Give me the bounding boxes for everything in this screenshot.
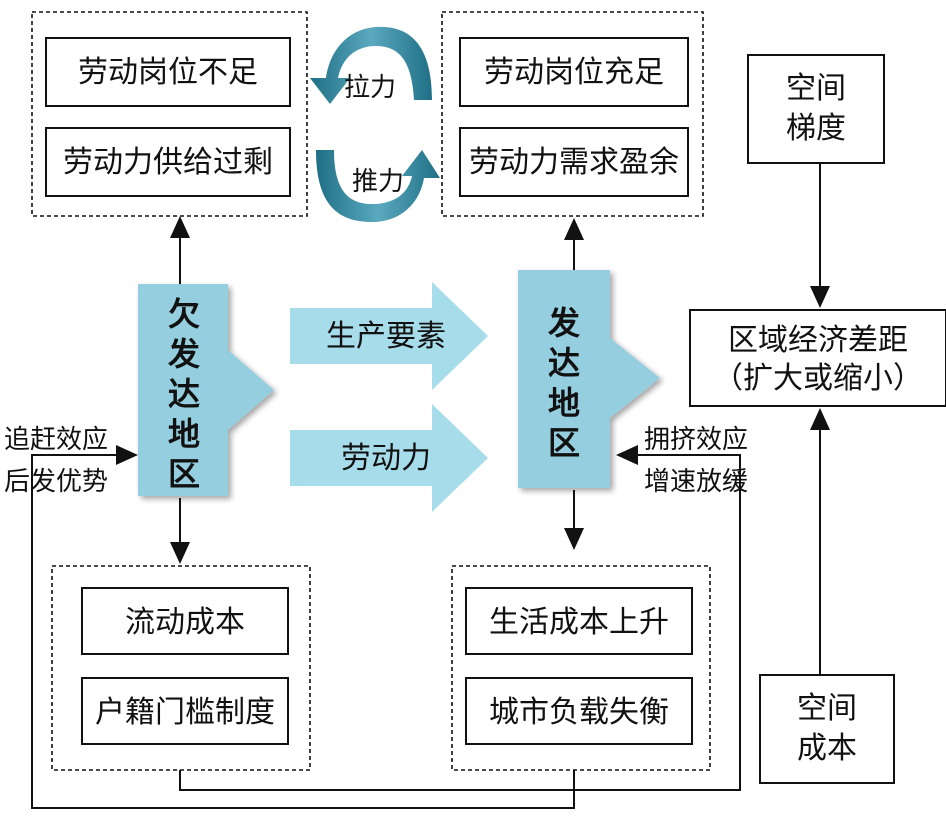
spatial-cost-line1: 空间 [797, 691, 857, 726]
mobility-cost-box [81, 587, 289, 655]
underdeveloped-char-4: 地 [168, 415, 200, 453]
crowding-effect-line1: 拥挤效应 [644, 425, 748, 455]
connector-arrows [170, 163, 830, 675]
developed-region [518, 270, 660, 488]
regional-gap-line1: 区域经济差距 [728, 323, 908, 358]
labor-surplus-label: 劳动力供给过剩 [63, 145, 273, 180]
underdeveloped-region [138, 284, 274, 496]
push-label: 推力 [352, 167, 404, 197]
production-factors-arrow [290, 282, 488, 390]
developed-char-2: 达 [548, 344, 580, 382]
crowding-effect-line2: 增速放缓 [644, 467, 748, 497]
labor-demand-box [459, 127, 689, 197]
underdeveloped-char-2: 发 [168, 335, 200, 373]
spatial-gradient-box [747, 54, 885, 164]
catchup-effect-line1: 追赶效应 [4, 425, 108, 455]
underdeveloped-labor-group [31, 11, 308, 217]
jobs-sufficient-box [459, 37, 689, 107]
labor-shortage-label: 劳动岗位不足 [78, 55, 258, 90]
living-cost-box [465, 587, 693, 655]
underdeveloped-char-5: 区 [168, 455, 200, 493]
labor-shortage-box [45, 37, 291, 107]
spatial-gradient-line2: 梯度 [786, 111, 846, 146]
mobility-cost-label: 流动成本 [125, 605, 245, 640]
underdeveloped-char-1: 欠 [168, 295, 200, 333]
developed-char-1: 发 [548, 304, 580, 342]
pull-arrow [310, 26, 432, 104]
production-factors-label: 生产要素 [326, 319, 446, 354]
push-pull-cycle: 拉力 推力 [310, 26, 440, 222]
developed-char-4: 区 [548, 424, 580, 462]
hukou-system-box [81, 677, 289, 745]
urban-load-box [465, 677, 693, 745]
push-arrow [316, 150, 440, 222]
labor-flow-label: 劳动力 [341, 441, 431, 476]
developed-labor-group [441, 11, 704, 217]
regional-gap-box [689, 309, 946, 407]
feedback-loops [31, 445, 741, 809]
labor-flow-arrow [290, 404, 488, 512]
spatial-cost-line2: 成本 [797, 731, 857, 766]
regional-gap-line2: （扩大或缩小） [713, 361, 923, 396]
developed-char-3: 地 [548, 384, 580, 422]
living-cost-label: 生活成本上升 [489, 605, 669, 640]
underdeveloped-char-3: 达 [168, 375, 200, 413]
jobs-sufficient-label: 劳动岗位充足 [484, 55, 664, 90]
developed-cost-group [451, 565, 711, 771]
urban-load-label: 城市负载失衡 [489, 695, 669, 730]
spatial-cost-box [759, 674, 895, 784]
hukou-system-label: 户籍门槛制度 [95, 695, 275, 730]
labor-surplus-box [45, 127, 291, 197]
pull-label: 拉力 [344, 73, 396, 103]
spatial-gradient-line1: 空间 [786, 71, 846, 106]
catchup-effect-line2: 后发优势 [4, 467, 108, 497]
labor-demand-label: 劳动力需求盈余 [469, 145, 679, 180]
